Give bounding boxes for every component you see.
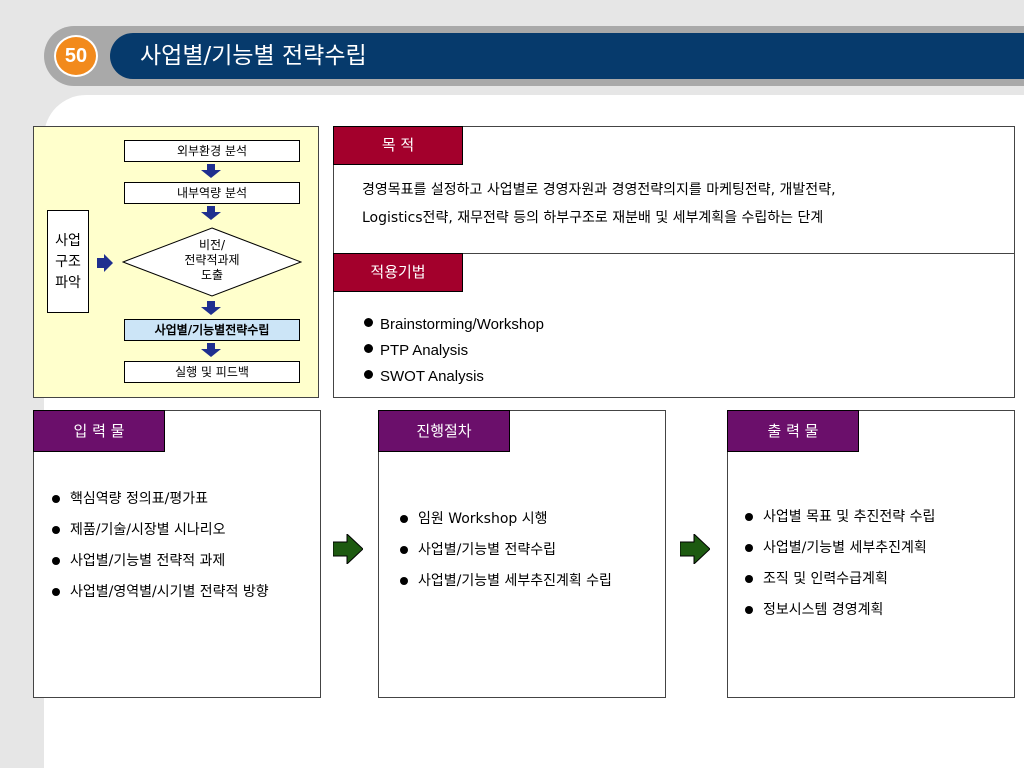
green-arrow-icon [333, 534, 363, 564]
process-list: 임원 Workshop 시행 사업별/기능별 전략수립 사업별/기능별 세부추진… [400, 504, 650, 597]
inputs-tag: 입 력 물 [33, 410, 165, 452]
down-arrow-icon [201, 343, 221, 357]
flow-decision-diamond [122, 227, 302, 297]
side-line: 구조 [55, 254, 81, 270]
list-item: Brainstorming/Workshop [364, 312, 544, 338]
purpose-text: 경영목표를 설정하고 사업별로 경영자원과 경영전략의지를 마케팅전략, 개발전… [362, 176, 1002, 232]
list-item: SWOT Analysis [364, 364, 544, 390]
list-item: 사업별/기능별 세부추진계획 수립 [400, 566, 640, 597]
purpose-line: 경영목표를 설정하고 사업별로 경영자원과 경영전략의지를 마케팅전략, 개발전… [362, 182, 836, 198]
list-item: 사업별/기능별 전략수립 [400, 535, 650, 566]
divider [333, 253, 1015, 254]
page-number-badge: 50 [54, 35, 98, 77]
list-item: 사업별 목표 및 추진전략 수립 [745, 502, 1005, 533]
list-item: 핵심역량 정의표/평가표 [52, 484, 312, 515]
process-tag: 진행절차 [378, 410, 510, 452]
list-item: PTP Analysis [364, 338, 544, 364]
technique-tag: 적용기법 [333, 253, 463, 292]
purpose-line: Logistics전략, 재무전략 등의 하부구조로 재분배 및 세부계획을 수… [362, 210, 824, 226]
page-title: 사업별/기능별 전략수립 [140, 43, 367, 69]
list-item: 사업별/영역별/시기별 전략적 방향 [52, 577, 302, 608]
list-item: 임원 Workshop 시행 [400, 504, 650, 535]
diamond-line: 전략적과제 [184, 253, 240, 267]
outputs-tag: 출 력 물 [727, 410, 859, 452]
flow-step-strategy: 사업별/기능별전략수립 [124, 319, 300, 341]
down-arrow-icon [201, 301, 221, 315]
flow-step-external: 외부환경 분석 [124, 140, 300, 162]
flow-step-internal: 내부역량 분석 [124, 182, 300, 204]
diamond-text: 비전/ 전략적과제 도출 [150, 238, 274, 283]
flow-step-feedback: 실행 및 피드백 [124, 361, 300, 383]
process-box [378, 410, 666, 698]
list-item: 사업별/기능별 전략적 과제 [52, 546, 312, 577]
right-arrow-icon [97, 254, 113, 272]
flow-side-box: 사업 구조 파악 [47, 210, 89, 313]
list-item: 사업별/기능별 세부추진계획 [745, 533, 1005, 564]
purpose-tag: 목 적 [333, 126, 463, 165]
diamond-line: 도출 [200, 268, 224, 282]
down-arrow-icon [201, 164, 221, 178]
outputs-list: 사업별 목표 및 추진전략 수립 사업별/기능별 세부추진계획 조직 및 인력수… [745, 502, 1005, 626]
technique-list: Brainstorming/Workshop PTP Analysis SWOT… [364, 312, 544, 390]
list-item: 조직 및 인력수급계획 [745, 564, 1005, 595]
side-line: 파악 [55, 275, 81, 291]
down-arrow-icon [201, 206, 221, 220]
list-item: 제품/기술/시장별 시나리오 [52, 515, 312, 546]
outputs-box [727, 410, 1015, 698]
list-item: 정보시스템 경영계획 [745, 595, 1005, 626]
inputs-list: 핵심역량 정의표/평가표 제품/기술/시장별 시나리오 사업별/기능별 전략적 … [52, 484, 312, 608]
diamond-line: 비전/ [198, 238, 226, 252]
green-arrow-icon [680, 534, 710, 564]
side-line: 사업 [55, 233, 81, 249]
header-bar [110, 33, 1024, 79]
inputs-box [33, 410, 321, 698]
